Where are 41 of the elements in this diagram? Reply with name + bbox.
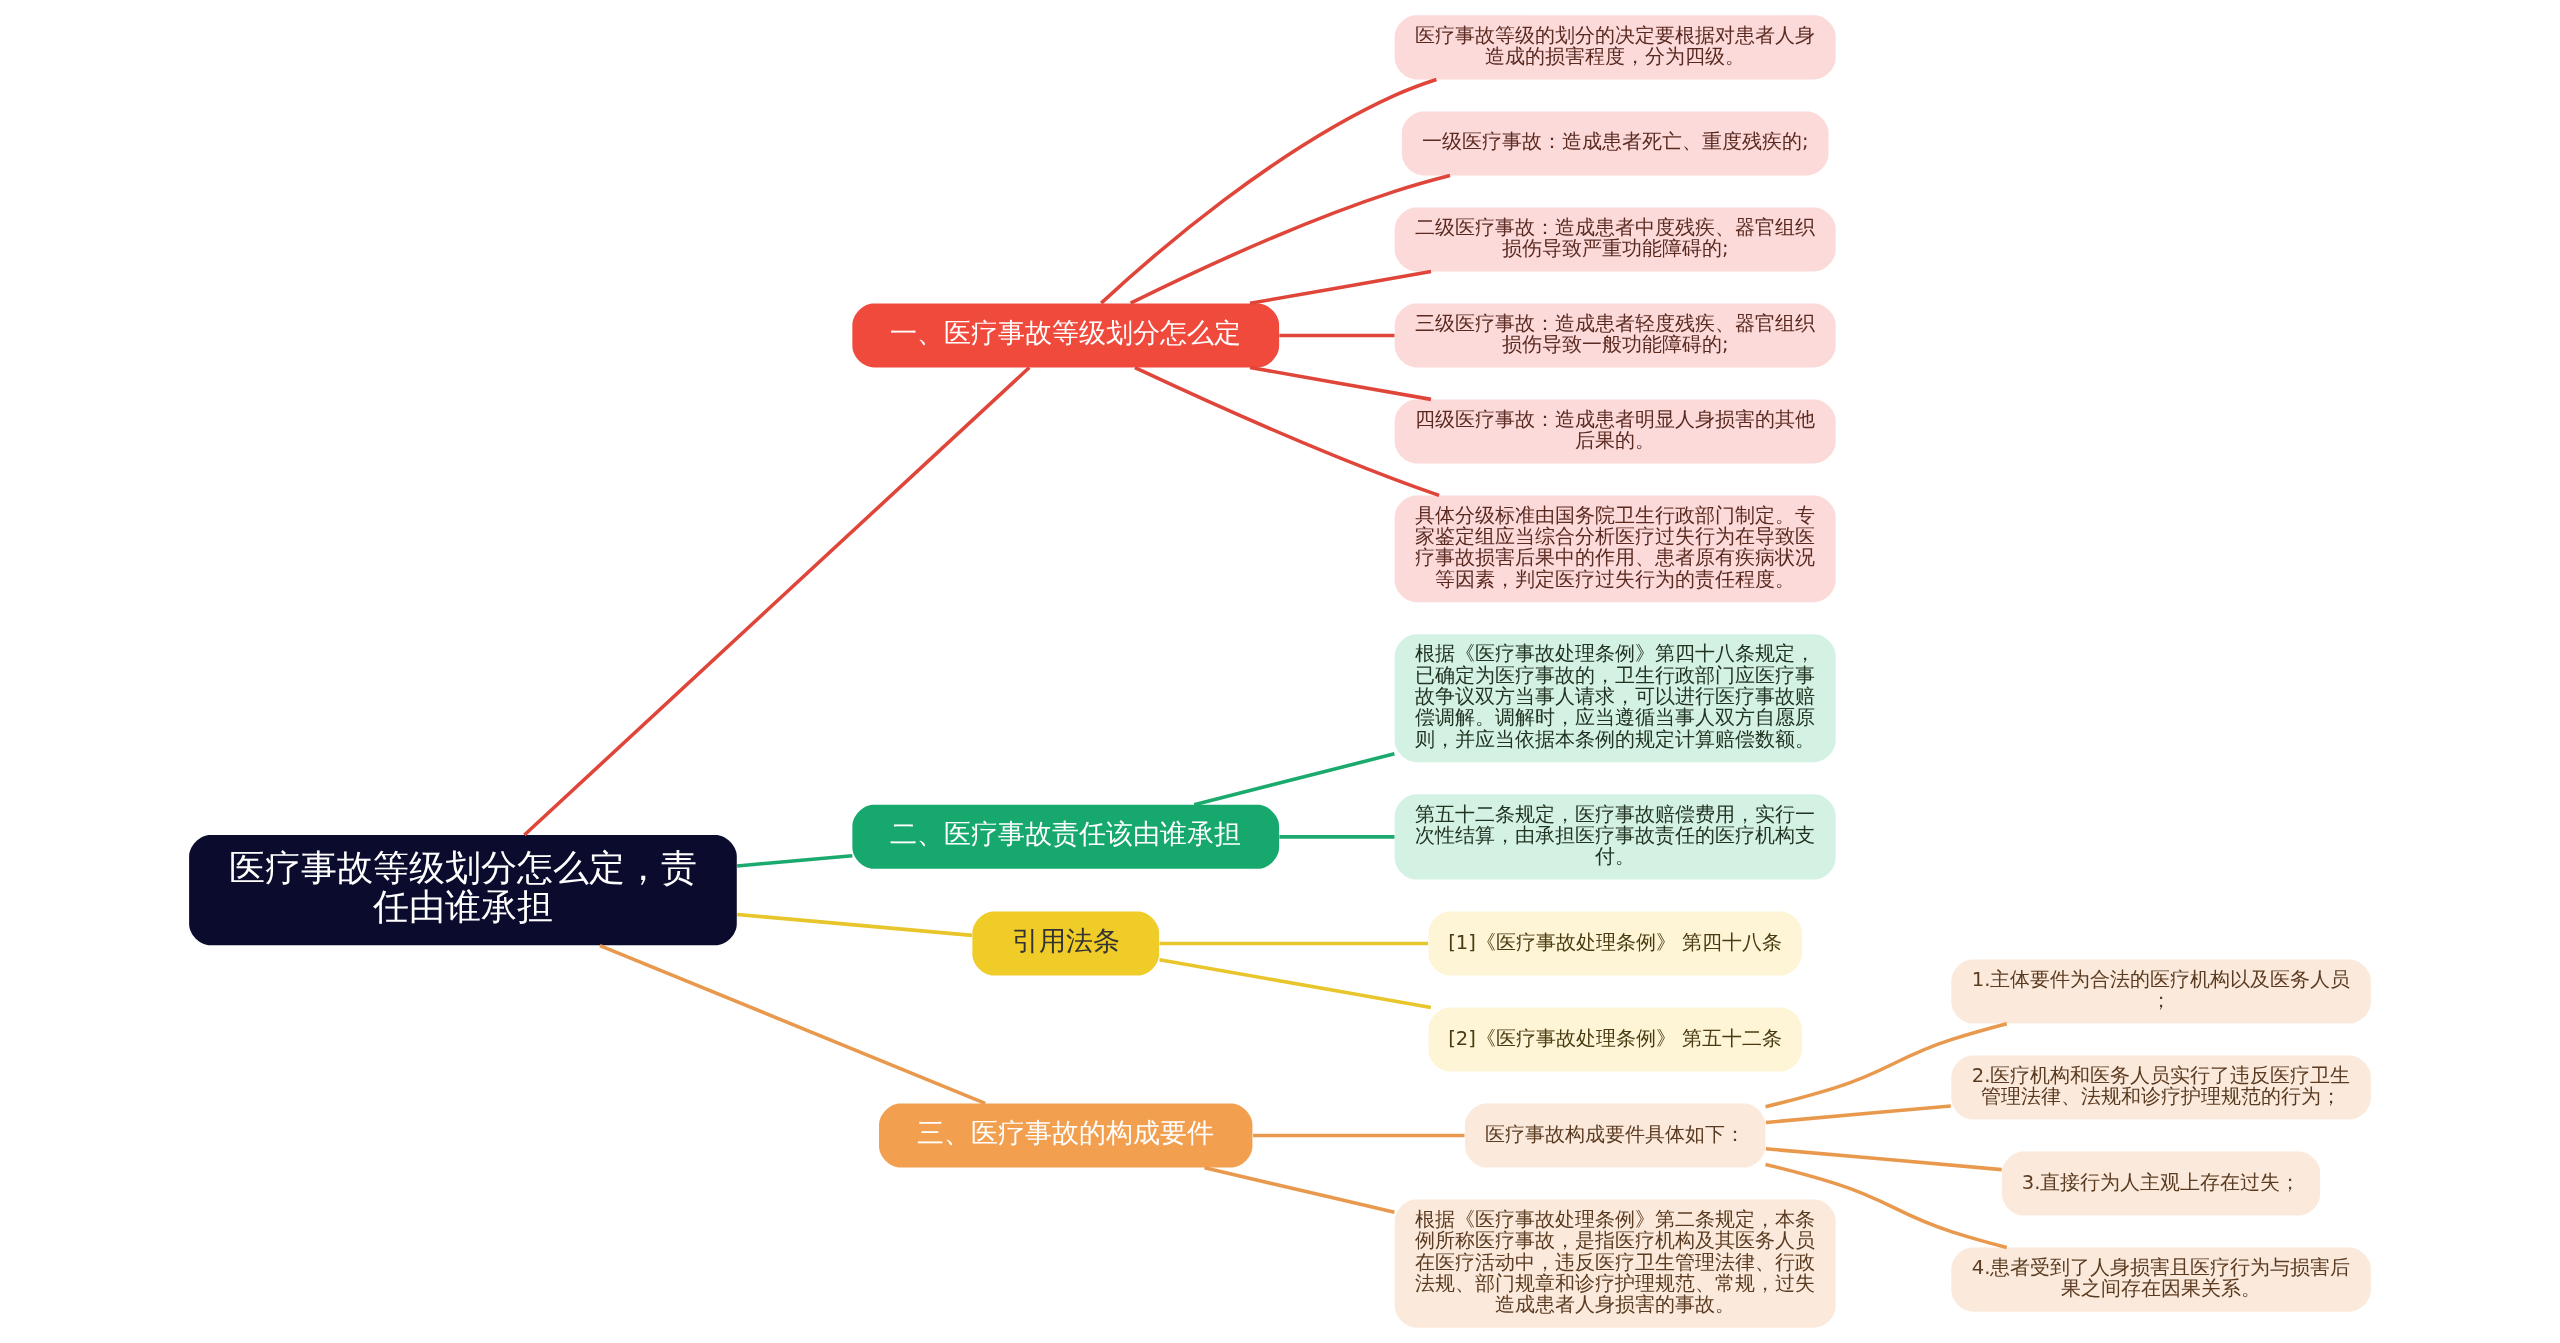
connector (1765, 1162, 2008, 1250)
node-box: 一级医疗事故：造成患者死亡、重度残疾的; (1401, 111, 1829, 176)
node-box: [1]《医疗事故处理条例》 第四十八条 (1428, 911, 1802, 976)
node-box: 医疗事故构成要件具体如下： (1464, 1103, 1766, 1168)
node-box: 三、医疗事故的构成要件 (879, 1103, 1253, 1168)
connector (1249, 365, 1432, 402)
connector (1765, 1147, 2002, 1172)
connector (1253, 1133, 1465, 1138)
connector (1159, 941, 1429, 946)
node-box: 根据《医疗事故处理条例》第二条规定，本条例所称医疗事故，是指医疗机构及其医务人员在医疗活动中，违反医疗卫生管理法律、行政法规、部门规章和诊疗护理规范、常规，过失造成患者人身损害的事故。 (1394, 1199, 1836, 1328)
node-box: 一、医疗事故等级划分怎么定 (852, 303, 1280, 368)
connector (1765, 1104, 1951, 1125)
connector (1129, 173, 1451, 305)
node-box: 具体分级标准由国务院卫生行政部门制定。专家鉴定组应当综合分析医疗过失行为在导致医疗事故损害后果中的作用、患者原有疾病状况等因素，判定医疗过失行为的责任程度。 (1394, 495, 1836, 603)
connector (1100, 77, 1437, 305)
node-box: 二、医疗事故责任该由谁承担 (852, 804, 1280, 869)
connector (1193, 752, 1395, 807)
node-box: 引用法条 (972, 911, 1160, 976)
connector (1204, 1166, 1395, 1214)
node-box: 2.医疗机构和医务人员实行了违反医疗卫生管理法律、法规和诊疗护理规范的行为； (1951, 1055, 2371, 1120)
connector (1249, 269, 1432, 306)
node-box: 第五十二条规定，医疗事故赔偿费用，实行一次性结算，由承担医疗事故责任的医疗机构支付。 (1394, 794, 1836, 880)
node-box: 3.直接行为人主观上存在过失； (2001, 1151, 2321, 1216)
connector (1765, 1021, 2008, 1109)
node-box: [2]《医疗事故处理条例》 第五十二条 (1428, 1007, 1802, 1072)
connector (1279, 835, 1395, 839)
node-box: 医疗事故等级的划分的决定要根据对患者人身造成的损害程度，分为四级。 (1394, 15, 1836, 80)
connector (599, 943, 986, 1105)
connector (1159, 958, 1432, 1010)
connector (1134, 366, 1440, 498)
connector (1279, 333, 1395, 338)
connector (523, 366, 1031, 837)
node-box: 二级医疗事故：造成患者中度残疾、器官组织损伤导致严重功能障碍的; (1394, 207, 1836, 272)
node-box: 1.主体要件为合法的医疗机构以及医务人员； (1951, 959, 2371, 1024)
node-box: 医疗事故等级划分怎么定，责任由谁承担 (189, 835, 737, 946)
connector (737, 853, 853, 868)
node-box: 4.患者受到了人身损害且医疗行为与损害后果之间存在因果关系。 (1951, 1247, 2371, 1312)
node-box: 根据《医疗事故处理条例》第四十八条规定，已确定为医疗事故的，卫生行政部门应医疗事故争议双方当事人请求，可以进行医疗事故赔偿调解。调解时，应当遵循当事人双方自愿原则，并应当依据本条例的规定计算赔偿数额。 (1394, 634, 1836, 763)
connector (737, 912, 973, 938)
node-box: 四级医疗事故：造成患者明显人身损害的其他后果的。 (1394, 399, 1836, 464)
node-box: 三级医疗事故：造成患者轻度残疾、器官组织损伤导致一般功能障碍的; (1394, 303, 1836, 368)
